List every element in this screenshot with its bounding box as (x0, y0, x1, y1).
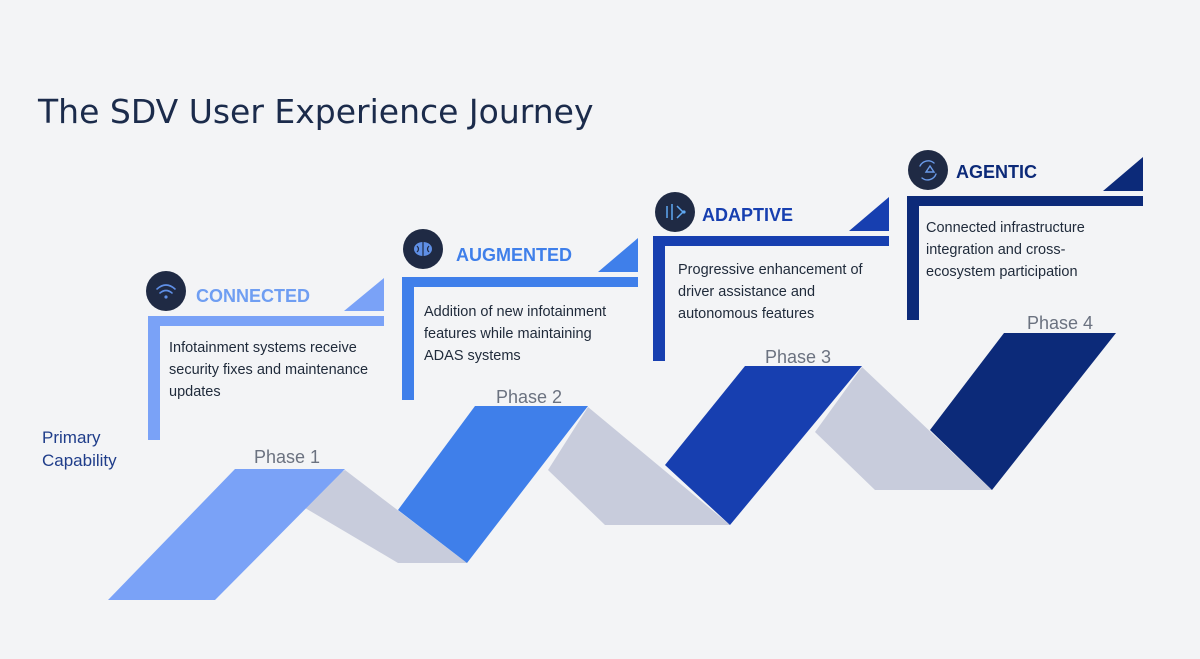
card-corner-flag (344, 278, 384, 311)
phase-card-agentic: AGENTIC (907, 150, 1143, 320)
phase-description-augmented: Addition of new infotainment features wh… (424, 304, 607, 364)
card-bracket-horizontal (148, 316, 384, 326)
ribbon-segment-phase-2 (398, 406, 588, 563)
phase-label-4: Phase 4 (1027, 313, 1093, 333)
phase-card-connected: CONNECTED (146, 271, 384, 440)
wifi-icon-glyph (156, 284, 176, 294)
phase-label-3: Phase 3 (765, 347, 831, 367)
phase-label-1: Phase 1 (254, 447, 320, 467)
ribbon-connector-1 (295, 470, 467, 563)
card-bracket-horizontal (907, 196, 1143, 206)
page-title: The SDV User Experience Journey (37, 92, 594, 131)
ribbon-connector-3 (815, 367, 992, 490)
phase-description-agentic: Connected infrastructure integration and… (926, 220, 1085, 280)
axis-label-primary-capability: Primary Capability (42, 428, 117, 470)
cycle-network-icon-glyph (919, 160, 937, 181)
card-corner-flag (1103, 157, 1143, 191)
phase-card-augmented: AUGMENTED (402, 229, 638, 400)
ribbon-segment-phase-3 (665, 366, 862, 525)
phase-card-adaptive: ADAPTIVE (653, 192, 889, 361)
phase-description-adaptive: Progressive enhancement of driver assist… (678, 262, 863, 322)
card-bracket-horizontal (653, 236, 889, 246)
phase-description-connected: Infotainment systems receive security fi… (169, 340, 369, 400)
phase-label-2: Phase 2 (496, 387, 562, 407)
card-bracket-horizontal (402, 277, 638, 287)
card-bracket-vertical (653, 236, 665, 361)
phase-title-agentic: AGENTIC (956, 162, 1037, 182)
card-bracket-vertical (907, 196, 919, 320)
ai-chip-icon (655, 192, 695, 232)
phase-title-augmented: AUGMENTED (456, 245, 572, 265)
ribbon-segment-phase-1 (108, 469, 345, 600)
card-bracket-vertical (402, 277, 414, 400)
card-corner-flag (598, 238, 638, 272)
card-corner-flag (849, 197, 889, 231)
ribbon-connector-2 (548, 407, 730, 525)
card-bracket-vertical (148, 316, 160, 440)
phase-title-connected: CONNECTED (196, 286, 310, 306)
ribbon-segment-phase-4 (930, 333, 1116, 490)
phase-title-adaptive: ADAPTIVE (702, 205, 793, 225)
